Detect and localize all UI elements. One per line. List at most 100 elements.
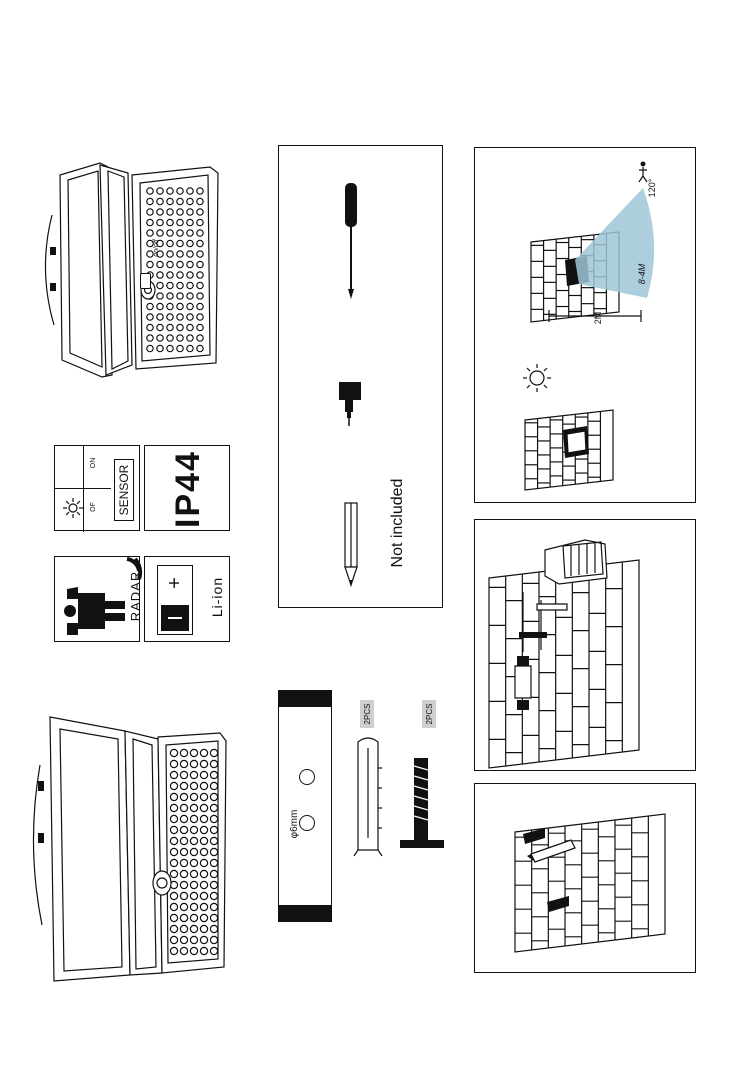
led-dot: [210, 804, 217, 811]
day-night-detection-illustration: [475, 148, 697, 504]
led-dot: [190, 914, 197, 921]
led-dot: [197, 303, 203, 309]
led-dot: [187, 251, 193, 257]
led-dot: [170, 749, 177, 756]
led-dot: [177, 345, 183, 351]
led-dot: [210, 749, 217, 756]
led-dot: [187, 282, 193, 288]
led-dot: [170, 947, 177, 954]
led-dot: [157, 314, 163, 320]
hole-diameter: φ6mm: [287, 801, 301, 847]
led-dot: [190, 815, 197, 822]
led-dot: [187, 230, 193, 236]
led-dot: [187, 314, 193, 320]
led-dot: [210, 870, 217, 877]
led-dot: [197, 335, 203, 341]
led-dot: [170, 892, 177, 899]
led-dot: [197, 240, 203, 246]
led-dot: [210, 914, 217, 921]
led-dot: [190, 848, 197, 855]
led-dot: [210, 771, 217, 778]
sun-icon: [63, 498, 83, 518]
led-dot: [190, 760, 197, 767]
led-dot: [170, 793, 177, 800]
led-dot: [190, 782, 197, 789]
led-dot: [190, 936, 197, 943]
led-dot: [197, 188, 203, 194]
switch-label: on/off: [151, 228, 161, 268]
led-dot: [200, 760, 207, 767]
led-dot: [197, 282, 203, 288]
led-dot: [167, 209, 173, 215]
led-dot: [170, 826, 177, 833]
led-dot: [147, 198, 153, 204]
led-dot: [197, 314, 203, 320]
led-dot: [187, 209, 193, 215]
led-dot: [177, 188, 183, 194]
off-label: OF: [88, 497, 98, 517]
led-dot: [197, 198, 203, 204]
led-dot: [180, 760, 187, 767]
tools-panel: Not included: [278, 145, 443, 608]
led-dot: [180, 826, 187, 833]
badge-battery: + Li-ion: [144, 556, 230, 642]
led-dot: [187, 198, 193, 204]
led-dot: [210, 947, 217, 954]
mounting-template: φ6mm: [278, 690, 332, 922]
led-dot: [170, 837, 177, 844]
led-dot: [170, 804, 177, 811]
badge-radar: RADAR: [54, 556, 140, 642]
pencil-icon: [341, 501, 361, 591]
led-dot: [200, 782, 207, 789]
led-dot: [167, 303, 173, 309]
led-dot: [177, 324, 183, 330]
led-dot: [187, 188, 193, 194]
led-dot: [190, 881, 197, 888]
led-dot: [147, 219, 153, 225]
screw-qty: 2PCS: [422, 699, 436, 729]
led-dot: [180, 881, 187, 888]
led-dot: [180, 859, 187, 866]
led-dot: [200, 892, 207, 899]
led-dot: [197, 272, 203, 278]
led-dot: [177, 314, 183, 320]
led-dot: [190, 859, 197, 866]
led-dot: [167, 293, 173, 299]
led-dot: [197, 261, 203, 267]
led-dot: [177, 198, 183, 204]
step-install: [474, 519, 696, 771]
led-dot: [190, 870, 197, 877]
badge-sensor-label: SENSOR: [114, 459, 134, 521]
lamp-illustration-bottom: [30, 705, 240, 995]
wall-anchor-icon: [354, 738, 382, 856]
led-dot: [200, 936, 207, 943]
led-dot: [190, 947, 197, 954]
led-dot: [200, 826, 207, 833]
led-dot: [180, 936, 187, 943]
ip-rating: IP44: [169, 444, 207, 534]
led-dot: [157, 198, 163, 204]
led-dot: [200, 870, 207, 877]
led-dot: [190, 826, 197, 833]
led-dot: [167, 251, 173, 257]
led-dot: [167, 261, 173, 267]
led-dot: [190, 804, 197, 811]
led-dot: [187, 219, 193, 225]
led-dot: [170, 936, 177, 943]
led-dot: [180, 903, 187, 910]
led-dot: [210, 881, 217, 888]
lamp-illustration-top: on/off: [40, 155, 240, 385]
led-dot: [147, 188, 153, 194]
led-dot: [200, 815, 207, 822]
led-dot: [147, 303, 153, 309]
led-dot: [170, 914, 177, 921]
led-dot: [147, 335, 153, 341]
led-dot: [197, 324, 203, 330]
moon-icon: [65, 458, 79, 478]
led-dot: [157, 282, 163, 288]
led-dot: [187, 293, 193, 299]
led-dot: [210, 925, 217, 932]
led-dot: [147, 209, 153, 215]
led-dot: [170, 782, 177, 789]
led-dot: [200, 848, 207, 855]
